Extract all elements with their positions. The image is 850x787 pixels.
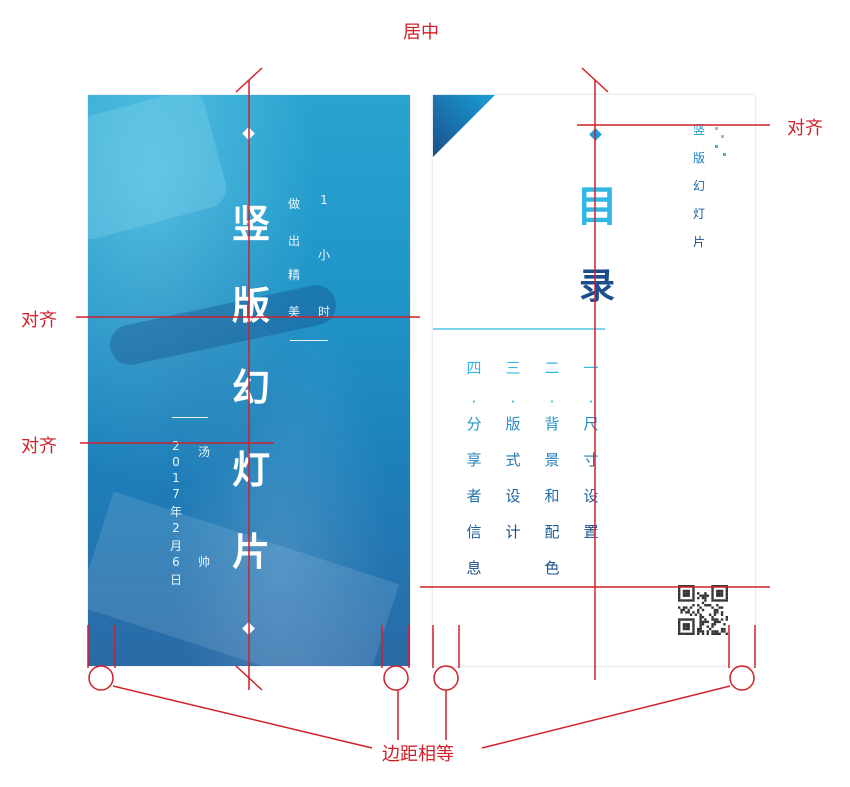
margin-circle (88, 665, 114, 691)
title-char: 竖 (232, 201, 271, 246)
date-char: 1 (172, 471, 180, 485)
author-char: 帅 (197, 555, 210, 569)
subtitle-char: 1 (320, 193, 328, 207)
side-title-char: 版 (692, 151, 705, 165)
side-title-char: 片 (692, 235, 705, 249)
margin-circle (433, 665, 459, 691)
date-char: 年 (169, 505, 182, 519)
label-align-left-1: 对齐 (21, 310, 57, 331)
subtitle-char: 做 (287, 197, 300, 211)
toc-char: · (510, 393, 516, 411)
toc-char: 三 (505, 359, 521, 377)
decorative-dots (713, 125, 729, 161)
author-divider (172, 417, 208, 418)
date-char: 日 (169, 573, 182, 587)
toc-char: 信 (466, 523, 482, 541)
subtitle-char: 精 (287, 268, 300, 282)
date-char: 0 (172, 455, 180, 469)
subtitle-char: 出 (287, 234, 300, 248)
heading-char: 录 (578, 265, 615, 307)
subtitle-char: 时 (317, 305, 330, 319)
title-char: 灯 (232, 447, 271, 492)
toc-char: 配 (544, 523, 560, 541)
heading-divider (433, 328, 605, 330)
toc-char: 设 (505, 487, 521, 505)
toc-char: · (588, 393, 594, 411)
label-equal-margins: 边距相等 (382, 744, 454, 765)
toc-char: 四 (466, 359, 482, 377)
toc-char: 和 (544, 487, 560, 505)
margin-circle (729, 665, 755, 691)
date-char: 2 (172, 439, 180, 453)
author-char: 汤 (197, 445, 210, 459)
toc-char: 息 (466, 559, 482, 577)
title-char: 片 (232, 529, 271, 574)
toc-char: · (549, 393, 555, 411)
toc-char: 式 (505, 451, 521, 469)
title-char: 版 (232, 283, 271, 328)
toc-char: · (471, 393, 477, 411)
side-title-char: 灯 (692, 207, 705, 221)
toc-char: 享 (466, 451, 482, 469)
right-slide: 目 录 竖 版 幻 灯 片 一·尺寸设置二·背景和配色三·版式设计四·分享者信息 (433, 95, 755, 666)
subtitle-char: 美 (287, 305, 300, 319)
date-char: 月 (169, 539, 182, 553)
toc-char: 版 (505, 415, 521, 433)
corner-triangle (433, 95, 495, 157)
toc-char: 色 (544, 559, 560, 577)
toc-char: 二 (544, 359, 560, 377)
qr-code (678, 585, 728, 635)
heading-char: 目 (575, 182, 618, 231)
subtitle-divider (290, 340, 328, 341)
date-char: 7 (172, 487, 180, 501)
toc-char: 背 (544, 415, 560, 433)
side-title-char: 竖 (692, 123, 705, 137)
margin-circle (383, 665, 409, 691)
toc-char: 分 (466, 415, 482, 433)
subtitle-char: 小 (317, 248, 330, 262)
toc-char: 者 (466, 487, 482, 505)
side-title-char: 幻 (692, 179, 705, 193)
label-align-right: 对齐 (787, 118, 823, 139)
label-center: 居中 (403, 22, 439, 43)
label-align-left-2: 对齐 (21, 436, 57, 457)
toc-char: 计 (505, 523, 521, 541)
title-char: 幻 (232, 365, 271, 410)
date-char: 2 (172, 521, 180, 535)
toc-char: 景 (544, 451, 560, 469)
date-char: 6 (172, 555, 180, 569)
